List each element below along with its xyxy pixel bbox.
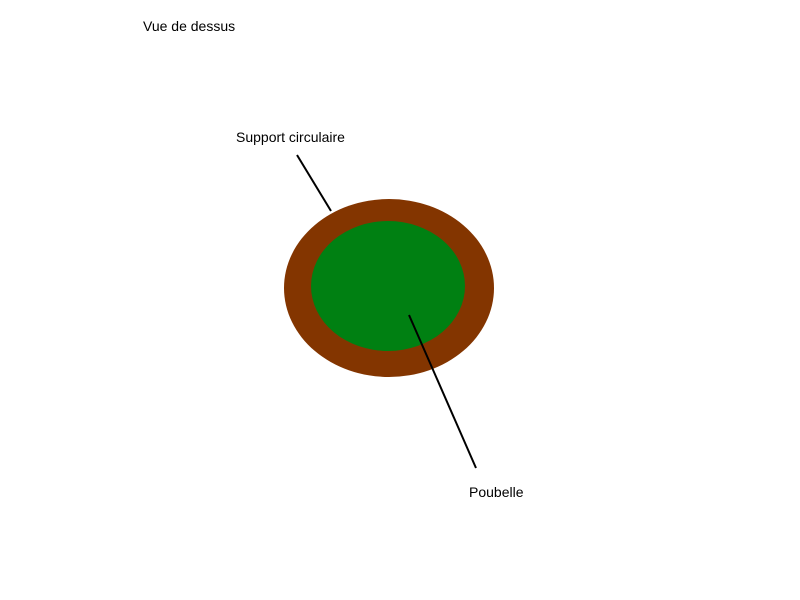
- poubelle-label: Poubelle: [469, 484, 524, 500]
- support-leader-line: [296, 154, 332, 212]
- support-label: Support circulaire: [236, 129, 345, 145]
- poubelle-leader-line: [408, 314, 477, 469]
- diagram-title: Vue de dessus: [143, 18, 236, 34]
- trash-bin-disc: [311, 221, 465, 351]
